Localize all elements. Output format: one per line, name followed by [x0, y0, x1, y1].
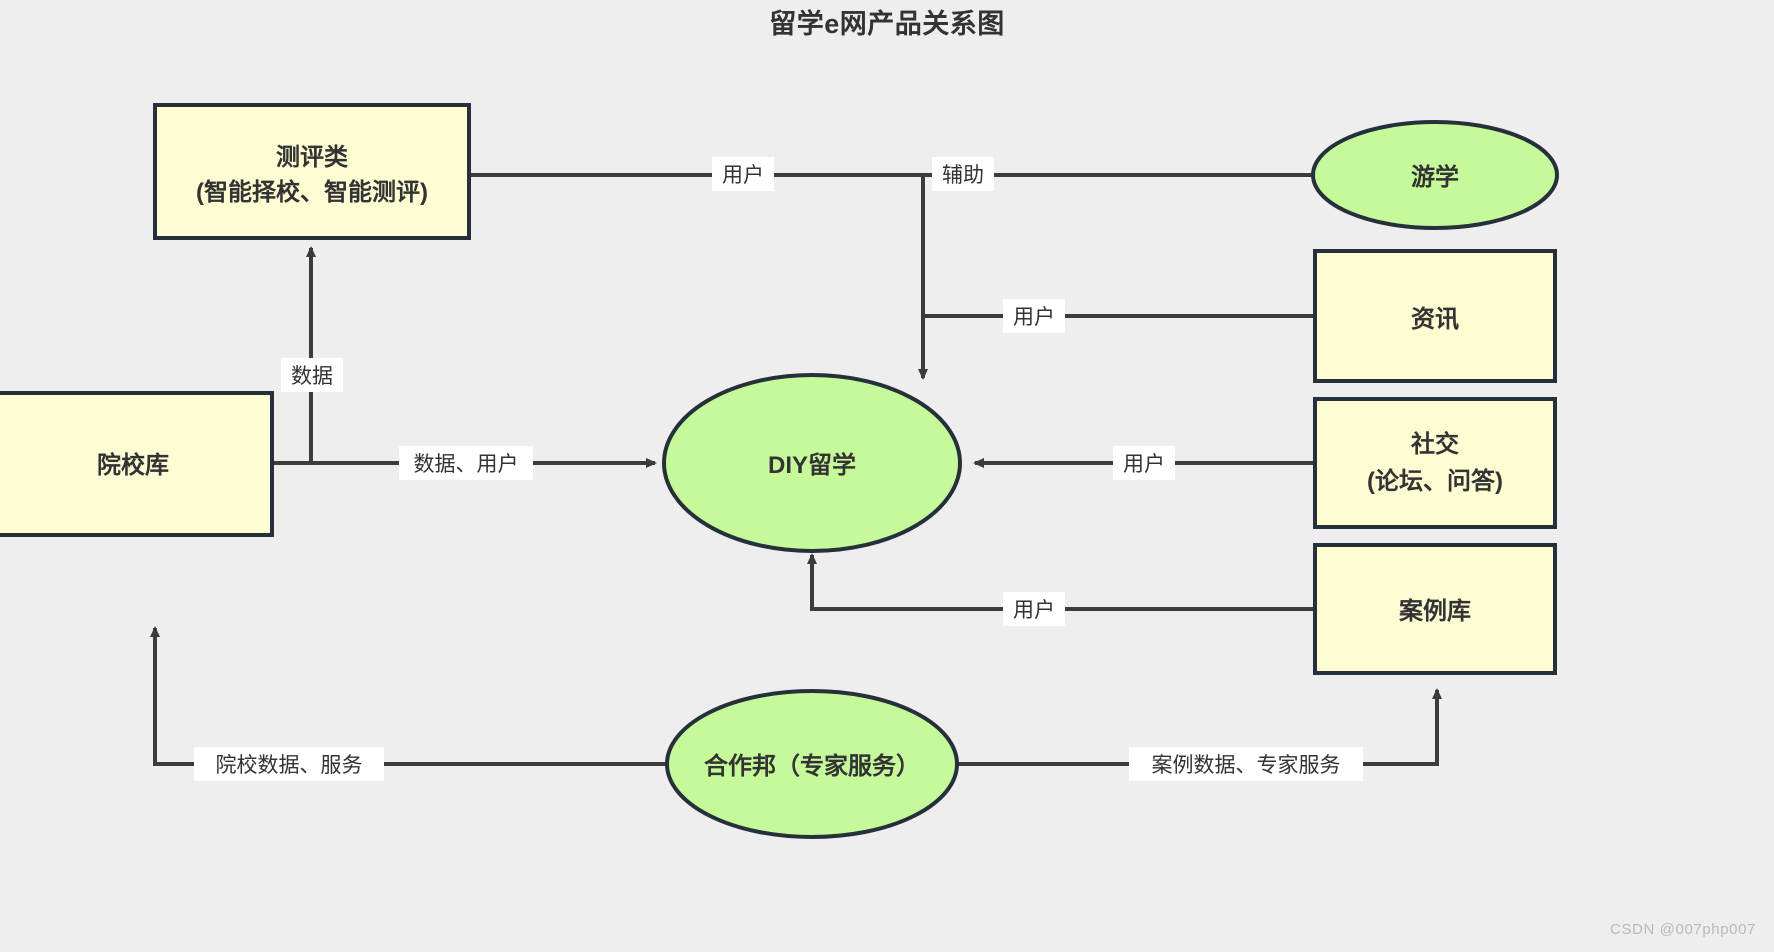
node-school-db[interactable]: 院校库 [0, 391, 274, 537]
svg-text:用户: 用户 [1013, 306, 1055, 329]
node-assessment-label-line1: 测评类 [276, 144, 349, 171]
edge-label-assessment-diy: 用户 [712, 157, 774, 191]
node-study-tour[interactable]: 游学 [1311, 120, 1559, 230]
node-social-label-line1: 社交 [1411, 430, 1459, 458]
edge-label-schooldb-diy: 数据、用户 [399, 446, 533, 480]
node-social-label-line2: (论坛、问答) [1367, 467, 1503, 495]
page-title: 留学e网产品关系图 [769, 9, 1005, 39]
edge-label-studytour-assessment: 辅助 [932, 157, 994, 191]
edge-label-social-diy: 用户 [1113, 446, 1175, 480]
edge-partner-casedb [957, 688, 1442, 766]
node-diy-label: DIY留学 [768, 451, 856, 479]
svg-text:辅助: 辅助 [942, 164, 984, 187]
edge-label-partner-schooldb: 院校数据、服务 [194, 747, 384, 781]
edge-label-casedb-diy: 用户 [1003, 592, 1065, 626]
edge-label-schooldb-assessment: 数据 [281, 358, 343, 392]
node-news-label: 资讯 [1411, 306, 1459, 333]
node-school-db-label: 院校库 [97, 451, 169, 479]
node-diy[interactable]: DIY留学 [662, 373, 962, 553]
svg-text:数据: 数据 [291, 365, 333, 388]
node-study-tour-label: 游学 [1411, 163, 1459, 191]
edge-label-partner-casedb: 案例数据、专家服务 [1129, 747, 1363, 781]
node-partner[interactable]: 合作邦（专家服务） [665, 689, 959, 839]
svg-text:用户: 用户 [722, 164, 764, 187]
node-partner-label: 合作邦（专家服务） [704, 752, 920, 780]
node-case-db[interactable]: 案例库 [1313, 543, 1557, 675]
edge-label-news-diy: 用户 [1003, 299, 1065, 333]
svg-text:案例数据、专家服务: 案例数据、专家服务 [1152, 754, 1341, 777]
node-news[interactable]: 资讯 [1313, 249, 1557, 383]
node-assessment-label-line2: (智能择校、智能测评) [196, 178, 428, 206]
edge-assessment-diy [471, 173, 928, 380]
svg-text:院校数据、服务: 院校数据、服务 [216, 754, 363, 777]
watermark: CSDN @007php007 [1610, 921, 1756, 938]
svg-text:用户: 用户 [1013, 599, 1055, 622]
edge-partner-schooldb [150, 626, 670, 766]
node-assessment[interactable]: 测评类 (智能择校、智能测评) [153, 103, 471, 240]
svg-text:用户: 用户 [1123, 453, 1165, 476]
node-case-db-label: 案例库 [1398, 597, 1471, 625]
edge-casedb-diy [807, 553, 1313, 611]
svg-text:数据、用户: 数据、用户 [414, 453, 519, 476]
node-social[interactable]: 社交 (论坛、问答) [1313, 397, 1557, 529]
